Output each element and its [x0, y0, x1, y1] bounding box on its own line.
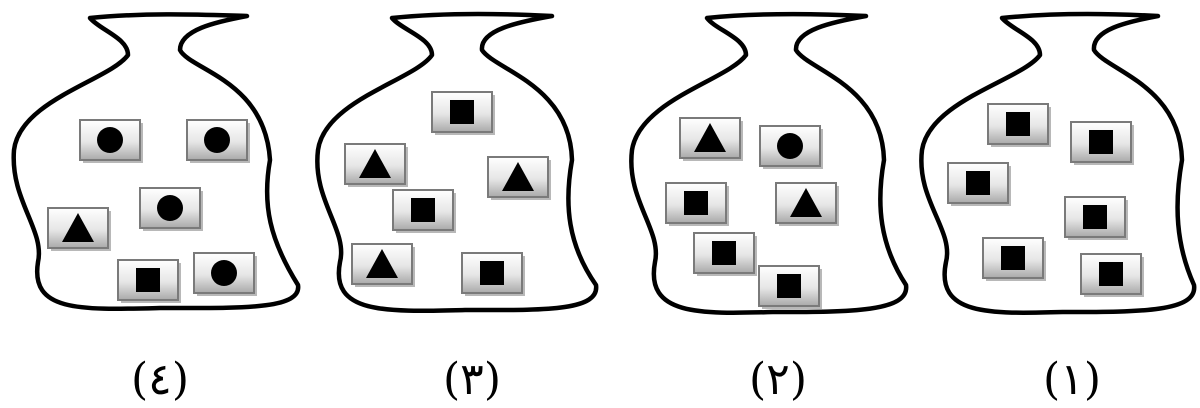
- square-icon: [684, 191, 708, 215]
- circle-icon: [157, 195, 183, 221]
- square-icon: [1099, 262, 1123, 286]
- square-tile: [665, 182, 729, 226]
- tile-group: [665, 117, 839, 309]
- triangle-tile: [47, 207, 111, 251]
- tile-group: [344, 91, 551, 296]
- triangle-icon: [790, 188, 822, 217]
- circle-icon: [777, 133, 803, 159]
- jar-3: (٣): [315, 11, 599, 405]
- triangle-tile: [775, 182, 839, 226]
- circle-tile: [759, 125, 823, 169]
- square-icon: [1089, 130, 1113, 154]
- circle-tile: [139, 187, 203, 231]
- square-tile: [982, 237, 1046, 281]
- circle-icon: [97, 127, 123, 153]
- square-icon: [450, 100, 474, 124]
- square-tile: [431, 91, 495, 135]
- triangle-tile: [344, 143, 408, 187]
- square-icon: [777, 274, 801, 298]
- square-tile: [758, 265, 822, 309]
- circle-icon: [211, 260, 237, 286]
- square-tile: [392, 189, 456, 233]
- jar-label: (٤): [131, 354, 189, 405]
- jar-outline: [11, 12, 301, 312]
- jar-4: (٤): [11, 12, 301, 405]
- triangle-icon: [62, 213, 94, 242]
- tile-group: [947, 103, 1144, 297]
- circle-icon: [204, 127, 230, 153]
- triangle-tile: [351, 243, 415, 287]
- square-tile: [693, 232, 757, 276]
- circle-tile: [79, 119, 143, 163]
- circle-tile: [193, 252, 257, 296]
- triangle-icon: [502, 162, 534, 191]
- square-icon: [136, 268, 160, 292]
- tile-group: [47, 119, 257, 303]
- jar-label: (٣): [443, 354, 501, 405]
- square-icon: [1083, 205, 1107, 229]
- jar-outline: [315, 11, 599, 314]
- square-tile: [1064, 196, 1128, 240]
- jar-label: (١): [1043, 354, 1101, 405]
- triangle-icon: [366, 249, 398, 278]
- triangle-icon: [359, 149, 391, 178]
- jar-2: (٢): [629, 11, 909, 405]
- circle-tile: [186, 119, 250, 163]
- triangle-tile: [487, 156, 551, 200]
- square-icon: [712, 241, 736, 265]
- square-tile: [1080, 253, 1144, 297]
- jar-1: (١): [919, 11, 1197, 405]
- square-tile: [947, 162, 1011, 206]
- jar-outline: [919, 11, 1197, 315]
- square-icon: [1001, 246, 1025, 270]
- triangle-icon: [694, 123, 726, 152]
- jar-label: (٢): [749, 354, 807, 405]
- square-tile: [117, 259, 181, 303]
- triangle-tile: [679, 117, 743, 161]
- square-icon: [411, 198, 435, 222]
- square-icon: [966, 171, 990, 195]
- jar-outline: [629, 11, 909, 315]
- square-tile: [461, 252, 525, 296]
- square-tile: [1070, 121, 1134, 165]
- square-tile: [987, 103, 1051, 147]
- square-icon: [480, 261, 504, 285]
- square-icon: [1006, 112, 1030, 136]
